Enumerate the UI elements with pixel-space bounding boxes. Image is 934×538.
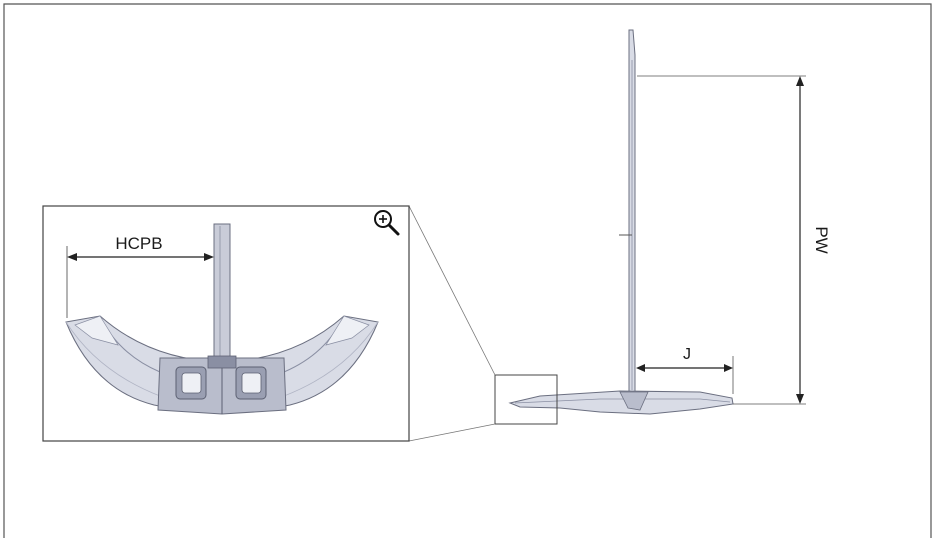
zoom-in-icon [374, 210, 400, 236]
detail-selection-box [494, 374, 558, 425]
hcpb-arrow-left [67, 253, 77, 261]
side-view: PW J [494, 29, 831, 425]
inset-mast [213, 223, 231, 363]
detail-inset: HCPB [42, 205, 410, 442]
callout-line-top [408, 205, 496, 376]
outer-frame [3, 3, 932, 538]
j-arrow-right [724, 364, 733, 372]
mast-base [619, 391, 649, 411]
j-label: J [683, 346, 691, 363]
pw-arrow-bottom [796, 394, 804, 404]
callout-line-bottom [408, 423, 496, 442]
j-arrow-left [636, 364, 645, 372]
pw-label: PW [812, 226, 831, 253]
pw-arrow-top [796, 76, 804, 86]
fuselage [508, 390, 734, 415]
hcpb-label: HCPB [115, 234, 162, 253]
hcpb-arrow-right [204, 253, 214, 261]
